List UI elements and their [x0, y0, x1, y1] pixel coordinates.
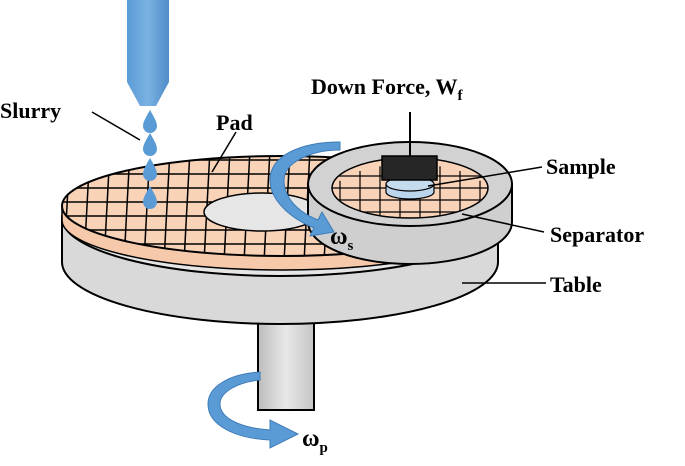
omega-s-label: ωs — [330, 224, 354, 254]
separator-label: Separator — [550, 222, 644, 247]
slurry-leader — [91, 111, 141, 141]
slurry-droplets — [143, 110, 157, 209]
pad-label: Pad — [216, 110, 253, 135]
omega-p-symbol: ω — [302, 426, 320, 452]
droplet — [143, 158, 157, 181]
table-label: Table — [550, 272, 602, 297]
sample-rotation-arrow — [269, 141, 341, 237]
omega-p-subscript: p — [320, 440, 328, 456]
sample-label: Sample — [546, 154, 616, 179]
droplet — [143, 110, 157, 133]
sample-leader — [427, 166, 543, 187]
slurry-nozzle — [127, 0, 169, 106]
down-force-weight — [381, 155, 438, 181]
omega-s-symbol: ω — [330, 224, 348, 250]
omega-p-label: ωp — [302, 426, 328, 456]
down-force-subscript: f — [457, 88, 463, 104]
slurry-label: Slurry — [0, 98, 61, 123]
leader-lines — [91, 111, 546, 284]
omega-s-subscript: s — [348, 238, 354, 254]
droplet — [143, 186, 157, 209]
droplet — [143, 133, 157, 156]
sample-assembly — [381, 112, 438, 200]
pad-leader — [211, 131, 237, 173]
down-force-label: Down Force, Wf — [311, 74, 463, 104]
table-rotation-arrow — [207, 371, 300, 449]
separator-leader — [461, 213, 545, 233]
down-force-text: Down Force, W — [311, 74, 457, 99]
